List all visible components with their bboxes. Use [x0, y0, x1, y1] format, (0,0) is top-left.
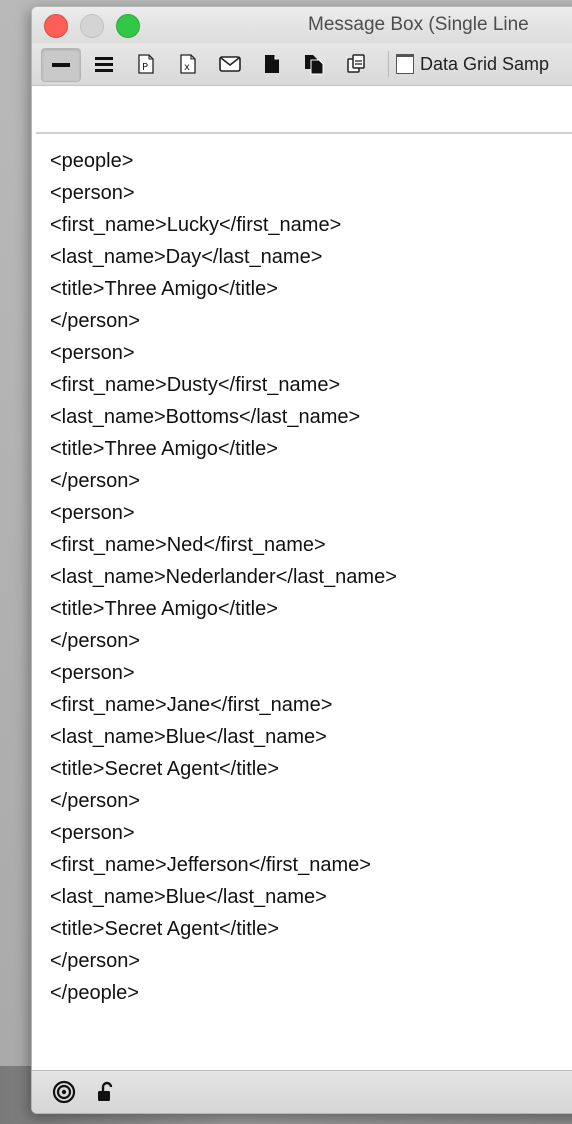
- svg-text:P: P: [142, 62, 148, 73]
- output-line: <person>: [50, 342, 135, 364]
- output-line: <first_name>Jane</first_name>: [50, 694, 333, 716]
- output-line: </person>: [50, 790, 141, 812]
- toolbar: P x: [32, 43, 572, 86]
- output-line: <title>Three Amigo</title>: [50, 598, 278, 620]
- output-line: <last_name>Nederlander</last_name>: [50, 566, 397, 588]
- single-line-button[interactable]: [41, 48, 81, 82]
- output-line: <person>: [50, 502, 135, 524]
- output-line: <person>: [50, 182, 135, 204]
- message-input-field[interactable]: [36, 86, 572, 134]
- pending-messages-button[interactable]: P: [127, 48, 165, 80]
- window-icon: [396, 54, 414, 74]
- paste-button[interactable]: [337, 48, 375, 80]
- data-grid-sample-label: Data Grid Samp: [420, 53, 550, 74]
- output-line: <people>: [50, 150, 134, 172]
- output-line: <last_name>Blue</last_name>: [50, 726, 327, 748]
- output-line: <first_name>Lucky</first_name>: [50, 214, 342, 236]
- output-line: <person>: [50, 662, 135, 684]
- unlock-icon[interactable]: [94, 1080, 118, 1104]
- single-line-icon: [52, 63, 70, 67]
- output-line: </person>: [50, 630, 141, 652]
- target-icon[interactable]: [52, 1080, 76, 1104]
- paste-icon: [347, 54, 365, 73]
- document-icon: [265, 55, 279, 73]
- window-title: Message Box (Single Line: [308, 14, 529, 35]
- minimize-window-button[interactable]: [80, 14, 104, 38]
- output-line: <title>Secret Agent</title>: [50, 918, 280, 940]
- output-line: </person>: [50, 470, 141, 492]
- close-window-button[interactable]: [44, 14, 68, 38]
- results-output[interactable]: <people> <person> <first_name>Lucky</first…: [50, 145, 572, 1009]
- output-line: <first_name>Jefferson</first_name>: [50, 854, 371, 876]
- svg-text:x: x: [184, 62, 190, 73]
- multiple-lines-icon: [95, 57, 113, 72]
- multiple-lines-button[interactable]: [85, 48, 123, 80]
- pending-messages-icon: P: [138, 54, 154, 74]
- maximize-window-button[interactable]: [116, 14, 140, 38]
- copy-documents-icon: [305, 55, 324, 75]
- message-icon: [219, 56, 241, 72]
- output-line: <person>: [50, 822, 135, 844]
- output-line: <first_name>Dusty</first_name>: [50, 374, 341, 396]
- output-line: <last_name>Bottoms</last_name>: [50, 406, 361, 428]
- output-line: <title>Three Amigo</title>: [50, 278, 278, 300]
- output-line: </person>: [50, 310, 141, 332]
- toolbar-separator: [388, 51, 389, 77]
- message-button[interactable]: [211, 48, 249, 80]
- status-bar: [32, 1070, 572, 1113]
- data-grid-sample-button[interactable]: Data Grid Samp: [396, 51, 549, 77]
- output-line: <title>Three Amigo</title>: [50, 438, 278, 460]
- title-bar[interactable]: Message Box (Single Line: [32, 7, 572, 43]
- output-line: <first_name>Ned</first_name>: [50, 534, 326, 556]
- output-line: </person>: [50, 950, 141, 972]
- message-box-window: Message Box (Single Line P: [31, 6, 572, 1114]
- output-line: </people>: [50, 982, 139, 1004]
- output-line: <last_name>Blue</last_name>: [50, 886, 327, 908]
- output-line: <title>Secret Agent</title>: [50, 758, 280, 780]
- output-line: <last_name>Day</last_name>: [50, 246, 323, 268]
- variables-button[interactable]: x: [169, 48, 207, 80]
- variables-icon: x: [180, 54, 196, 74]
- copy-documents-button[interactable]: [295, 48, 333, 80]
- document-button[interactable]: [253, 48, 291, 80]
